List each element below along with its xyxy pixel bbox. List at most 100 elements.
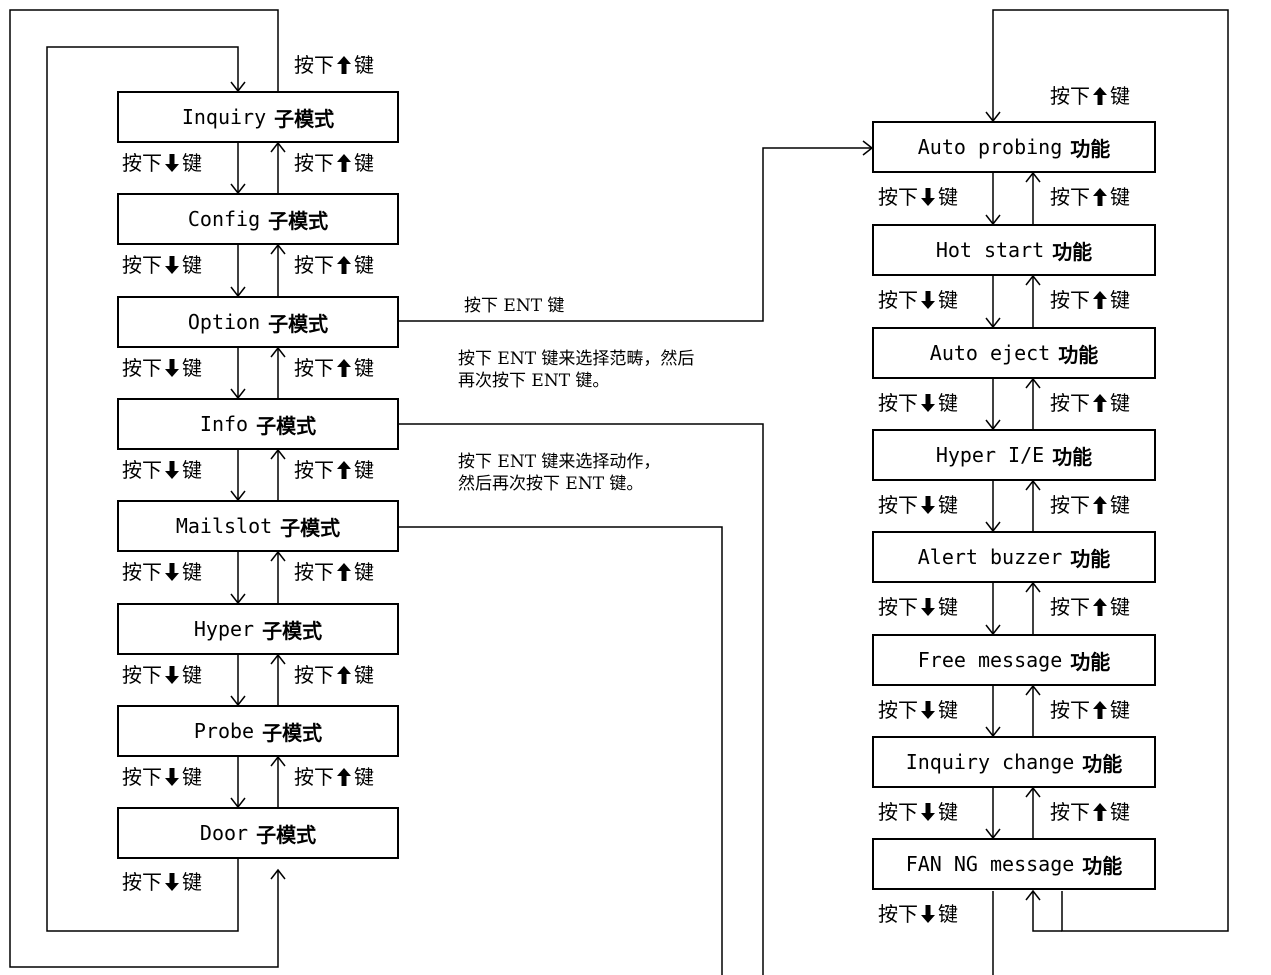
key-label-prefix: 按下 (878, 902, 918, 926)
key-label-down: 按下键 (878, 493, 958, 517)
key-label-up: 按下键 (294, 356, 374, 380)
down-arrow-icon (165, 154, 179, 172)
function-auto-probing-name: Auto probing (917, 135, 1063, 159)
key-label-prefix: 按下 (1050, 84, 1090, 108)
key-label-down: 按下键 (878, 595, 958, 619)
key-label-suffix: 键 (1110, 493, 1130, 517)
key-label-down: 按下键 (122, 663, 202, 687)
function-fan-ng-message-name: FAN NG message (905, 852, 1075, 876)
key-label-down: 按下键 (122, 458, 202, 482)
up-arrow-icon (1093, 701, 1107, 719)
down-arrow-icon (921, 394, 935, 412)
key-label-prefix: 按下 (122, 253, 162, 277)
key-label-suffix: 键 (182, 663, 202, 687)
function-hyper-ie-suffix: 功能 (1052, 444, 1093, 469)
key-label-suffix: 键 (938, 595, 958, 619)
key-label-suffix: 键 (1110, 288, 1130, 312)
down-arrow-icon (165, 873, 179, 891)
function-auto-eject-name: Auto eject (929, 341, 1051, 365)
note-info-line2: 然后再次按下 ENT 键。 (458, 474, 644, 494)
key-label-suffix: 键 (1110, 698, 1130, 722)
key-label-suffix: 键 (1110, 185, 1130, 209)
key-label-down: 按下键 (878, 288, 958, 312)
key-label-down: 按下键 (122, 560, 202, 584)
up-arrow-icon (337, 256, 351, 274)
up-arrow-icon (1093, 496, 1107, 514)
key-label-prefix: 按下 (878, 595, 918, 619)
key-label-prefix: 按下 (1050, 493, 1090, 517)
key-label-suffix: 键 (354, 663, 374, 687)
function-auto-eject-suffix: 功能 (1058, 342, 1099, 367)
down-arrow-icon (921, 701, 935, 719)
key-label-down: 按下键 (878, 800, 958, 824)
key-label-prefix: 按下 (122, 663, 162, 687)
key-label-suffix: 键 (354, 151, 374, 175)
key-label-prefix: 按下 (294, 765, 334, 789)
up-arrow-icon (337, 768, 351, 786)
key-label-suffix: 键 (182, 151, 202, 175)
submode-config-name: Config (187, 207, 261, 231)
submode-inquiry-suffix: 子模式 (274, 106, 335, 131)
key-label-suffix: 键 (354, 458, 374, 482)
up-arrow-icon (337, 461, 351, 479)
key-label-up: 按下键 (294, 151, 374, 175)
submode-mailslot-suffix: 子模式 (280, 515, 341, 540)
key-label-suffix: 键 (182, 356, 202, 380)
key-label-prefix: 按下 (1050, 391, 1090, 415)
key-label-prefix: 按下 (294, 663, 334, 687)
key-label-prefix: 按下 (122, 560, 162, 584)
key-label-suffix: 键 (938, 902, 958, 926)
key-label-down: 按下键 (122, 870, 202, 894)
function-free-message-suffix: 功能 (1070, 649, 1111, 674)
key-label-suffix: 键 (182, 560, 202, 584)
key-label-prefix: 按下 (122, 151, 162, 175)
function-alert-buzzer-name: Alert buzzer (917, 545, 1063, 569)
down-arrow-icon (165, 461, 179, 479)
submode-info-name: Info (199, 412, 249, 436)
key-label-suffix: 键 (354, 765, 374, 789)
note-option-line2: 再次按下 ENT 键。 (458, 371, 610, 391)
key-label-prefix: 按下 (294, 151, 334, 175)
down-arrow-icon (165, 359, 179, 377)
up-arrow-icon (1093, 87, 1107, 105)
key-label-prefix: 按下 (122, 765, 162, 789)
key-label-prefix: 按下 (122, 870, 162, 894)
key-label-up: 按下键 (1050, 800, 1130, 824)
function-fan-ng-message[interactable]: FAN NG message 功能 (872, 838, 1156, 890)
down-arrow-icon (921, 905, 935, 923)
key-label-up: 按下键 (294, 765, 374, 789)
key-label-suffix: 键 (354, 560, 374, 584)
down-arrow-icon (165, 563, 179, 581)
up-arrow-icon (337, 154, 351, 172)
submode-mailslot-name: Mailslot (175, 514, 273, 538)
key-label-up: 按下键 (1050, 698, 1130, 722)
key-label-down: 按下键 (878, 698, 958, 722)
up-arrow-icon (1093, 394, 1107, 412)
down-arrow-icon (921, 598, 935, 616)
up-arrow-icon (1093, 188, 1107, 206)
key-label-up: 按下键 (1050, 493, 1130, 517)
key-label-prefix: 按下 (878, 185, 918, 209)
function-auto-probing[interactable]: Auto probing 功能 (872, 121, 1156, 173)
function-fan-ng-message-suffix: 功能 (1082, 853, 1123, 878)
submode-hyper-suffix: 子模式 (262, 618, 323, 643)
key-label-up: 按下键 (1050, 391, 1130, 415)
down-arrow-icon (165, 666, 179, 684)
key-label-suffix: 键 (182, 253, 202, 277)
function-auto-eject[interactable]: Auto eject 功能 (872, 327, 1156, 379)
submode-mailslot[interactable]: Mailslot 子模式 (117, 500, 399, 552)
function-auto-probing-suffix: 功能 (1070, 136, 1111, 161)
key-label-suffix: 键 (1110, 391, 1130, 415)
